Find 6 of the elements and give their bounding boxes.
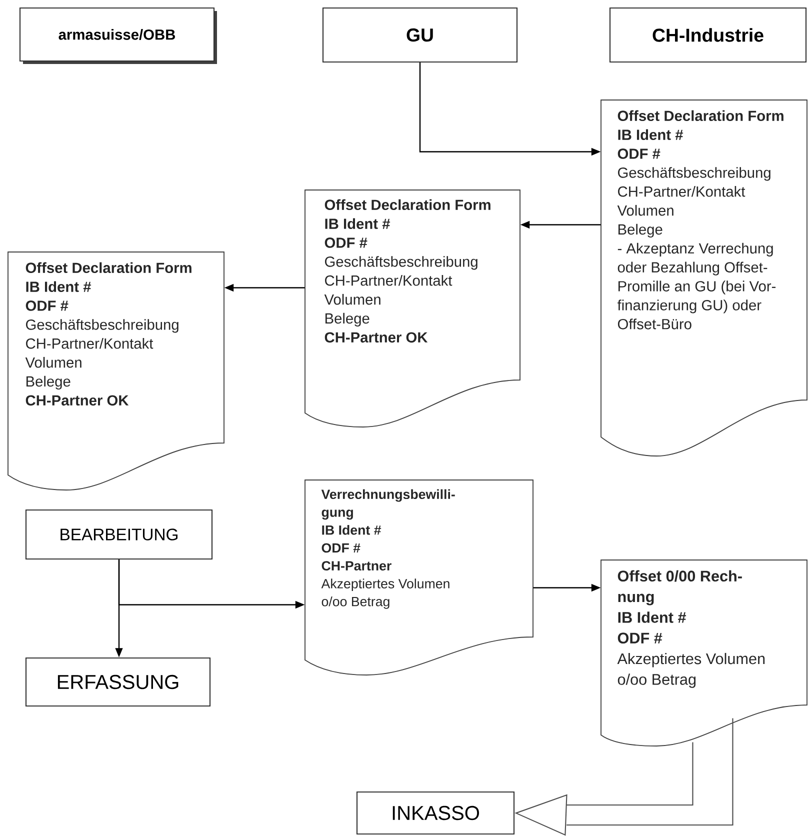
label-box: GU bbox=[322, 7, 518, 63]
label-box: ERFASSUNG bbox=[25, 657, 211, 707]
label-box: armasuisse/OBB bbox=[19, 7, 217, 64]
label-box: CH-Industrie bbox=[609, 7, 807, 63]
label-box: INKASSO bbox=[356, 791, 515, 835]
label-box: BEARBEITUNG bbox=[25, 509, 213, 560]
